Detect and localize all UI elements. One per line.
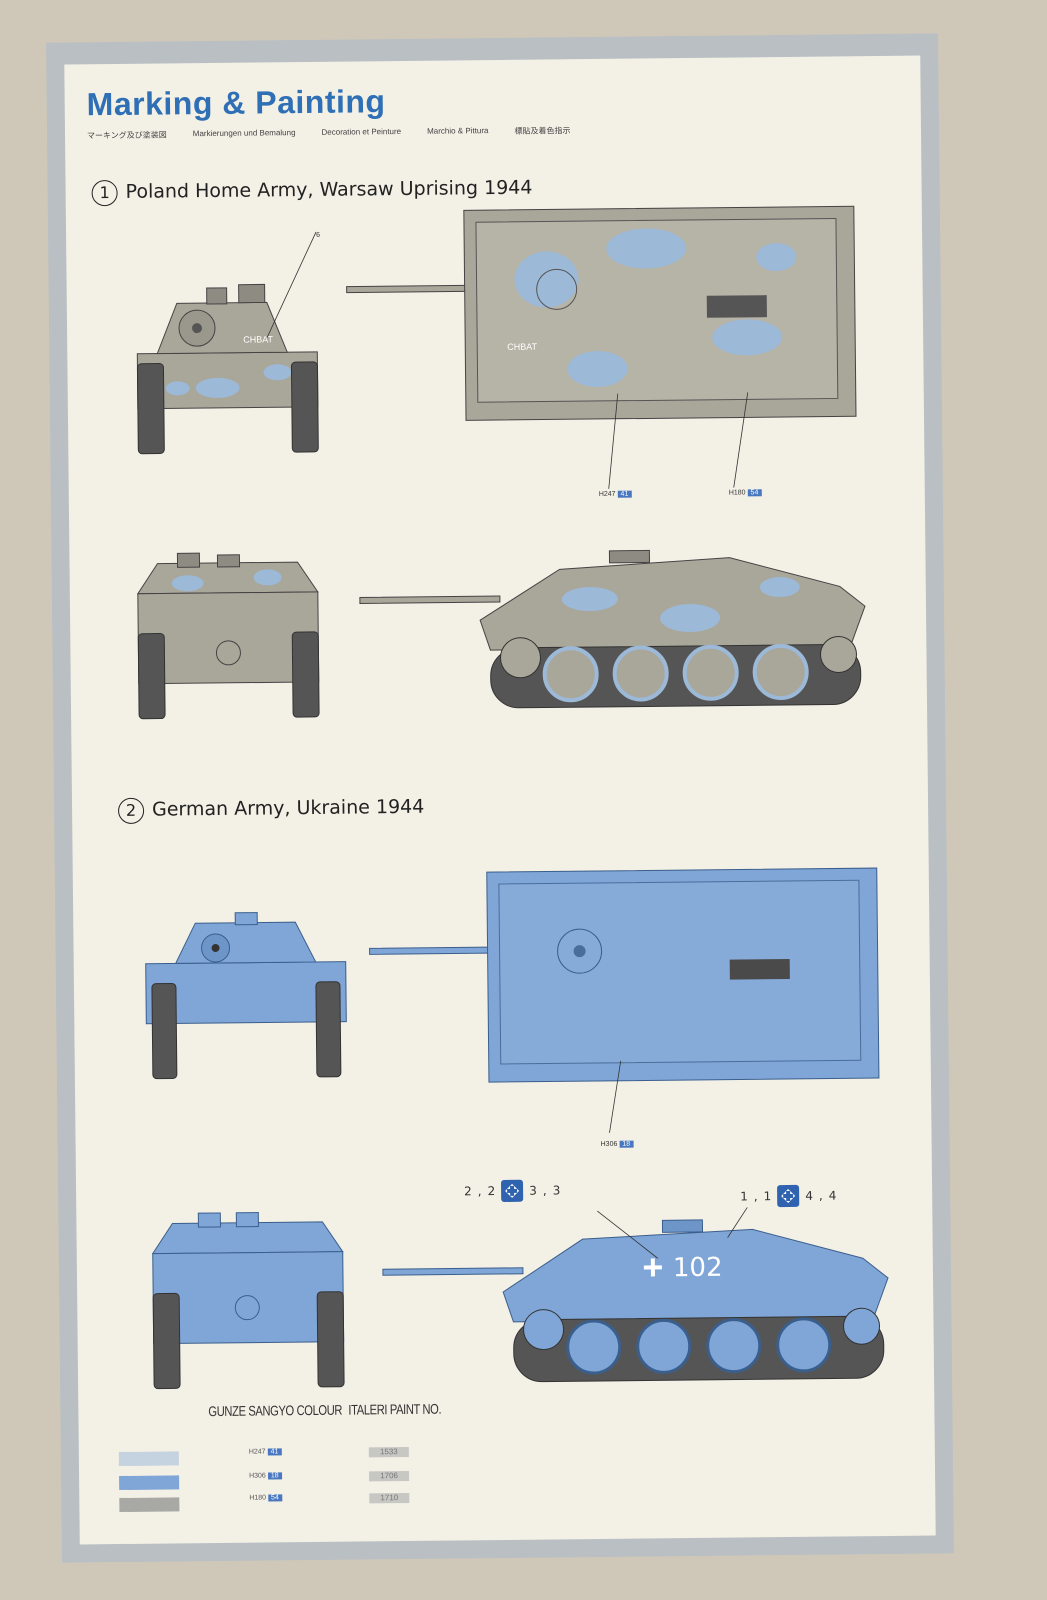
legend-italeri-1: 1533 [368, 1446, 409, 1458]
colour-legend: GUNZE SANGYO COLOUR ITALERI PAINT NO. H2… [118, 1400, 479, 1514]
balkenkreuz-icon [501, 1179, 524, 1203]
s1-front-marking: CHBAT [243, 334, 273, 344]
legend-italeri-3: 1710 [369, 1492, 410, 1504]
instruction-sheet: Marking & Painting マーキング及び塗装図 Markierung… [64, 55, 936, 1545]
section-1-title: 1 Poland Home Army, Warsaw Uprising 1944 [91, 176, 533, 207]
section-2-label: German Army, Ukraine 1944 [151, 795, 425, 821]
page-title: Marking & Painting [86, 83, 386, 123]
s2-side-view: 102 [382, 1207, 889, 1383]
gunze-header: GUNZE SANGYO COLOUR [208, 1401, 343, 1420]
subtitle-row: マーキング及び塗装図 Markierungen und Bemalung Dec… [87, 124, 687, 141]
section-2-number: 2 [117, 797, 145, 824]
vehicle-number: 102 [673, 1253, 723, 1284]
balkenkreuz-icon [777, 1184, 800, 1208]
decal-ref-left: 2,2 3,3 [464, 1179, 560, 1203]
subtitle-cn: 標貼及着色指示 [514, 126, 571, 136]
s2-front-view [145, 912, 347, 1080]
decal-number: 6 [316, 231, 321, 239]
section-1-number: 1 [91, 179, 118, 207]
s1-front-view: CHBAT [136, 231, 319, 455]
s1-top-view: CHBAT [346, 205, 857, 489]
subtitle-fr: Decoration et Peinture [321, 126, 402, 137]
swatch-light-blue [118, 1451, 179, 1467]
s1-top-marking: CHBAT [507, 342, 537, 352]
s1-decal-6-callout: 6 [316, 232, 320, 239]
section-1-label: Poland Home Army, Warsaw Uprising 1944 [125, 176, 533, 203]
s2-rear-view [151, 1212, 345, 1390]
swatch-grey [119, 1497, 180, 1513]
italeri-header: ITALERI PAINT NO. [348, 1400, 442, 1418]
swatch-blue [119, 1475, 180, 1491]
legend-italeri-2: 1706 [369, 1470, 410, 1482]
s1-rear-view [136, 552, 320, 720]
decal-ref-right: 1,1 4,4 [740, 1184, 836, 1208]
s1-side-view [359, 549, 866, 709]
s2-top-view [369, 867, 880, 1133]
subtitle-jp: マーキング及び塗装図 [86, 130, 167, 141]
side-cross-icon [643, 1258, 662, 1277]
subtitle-it: Marchio & Pittura [427, 126, 489, 136]
subtitle-de: Markierungen und Bemalung [192, 128, 296, 139]
